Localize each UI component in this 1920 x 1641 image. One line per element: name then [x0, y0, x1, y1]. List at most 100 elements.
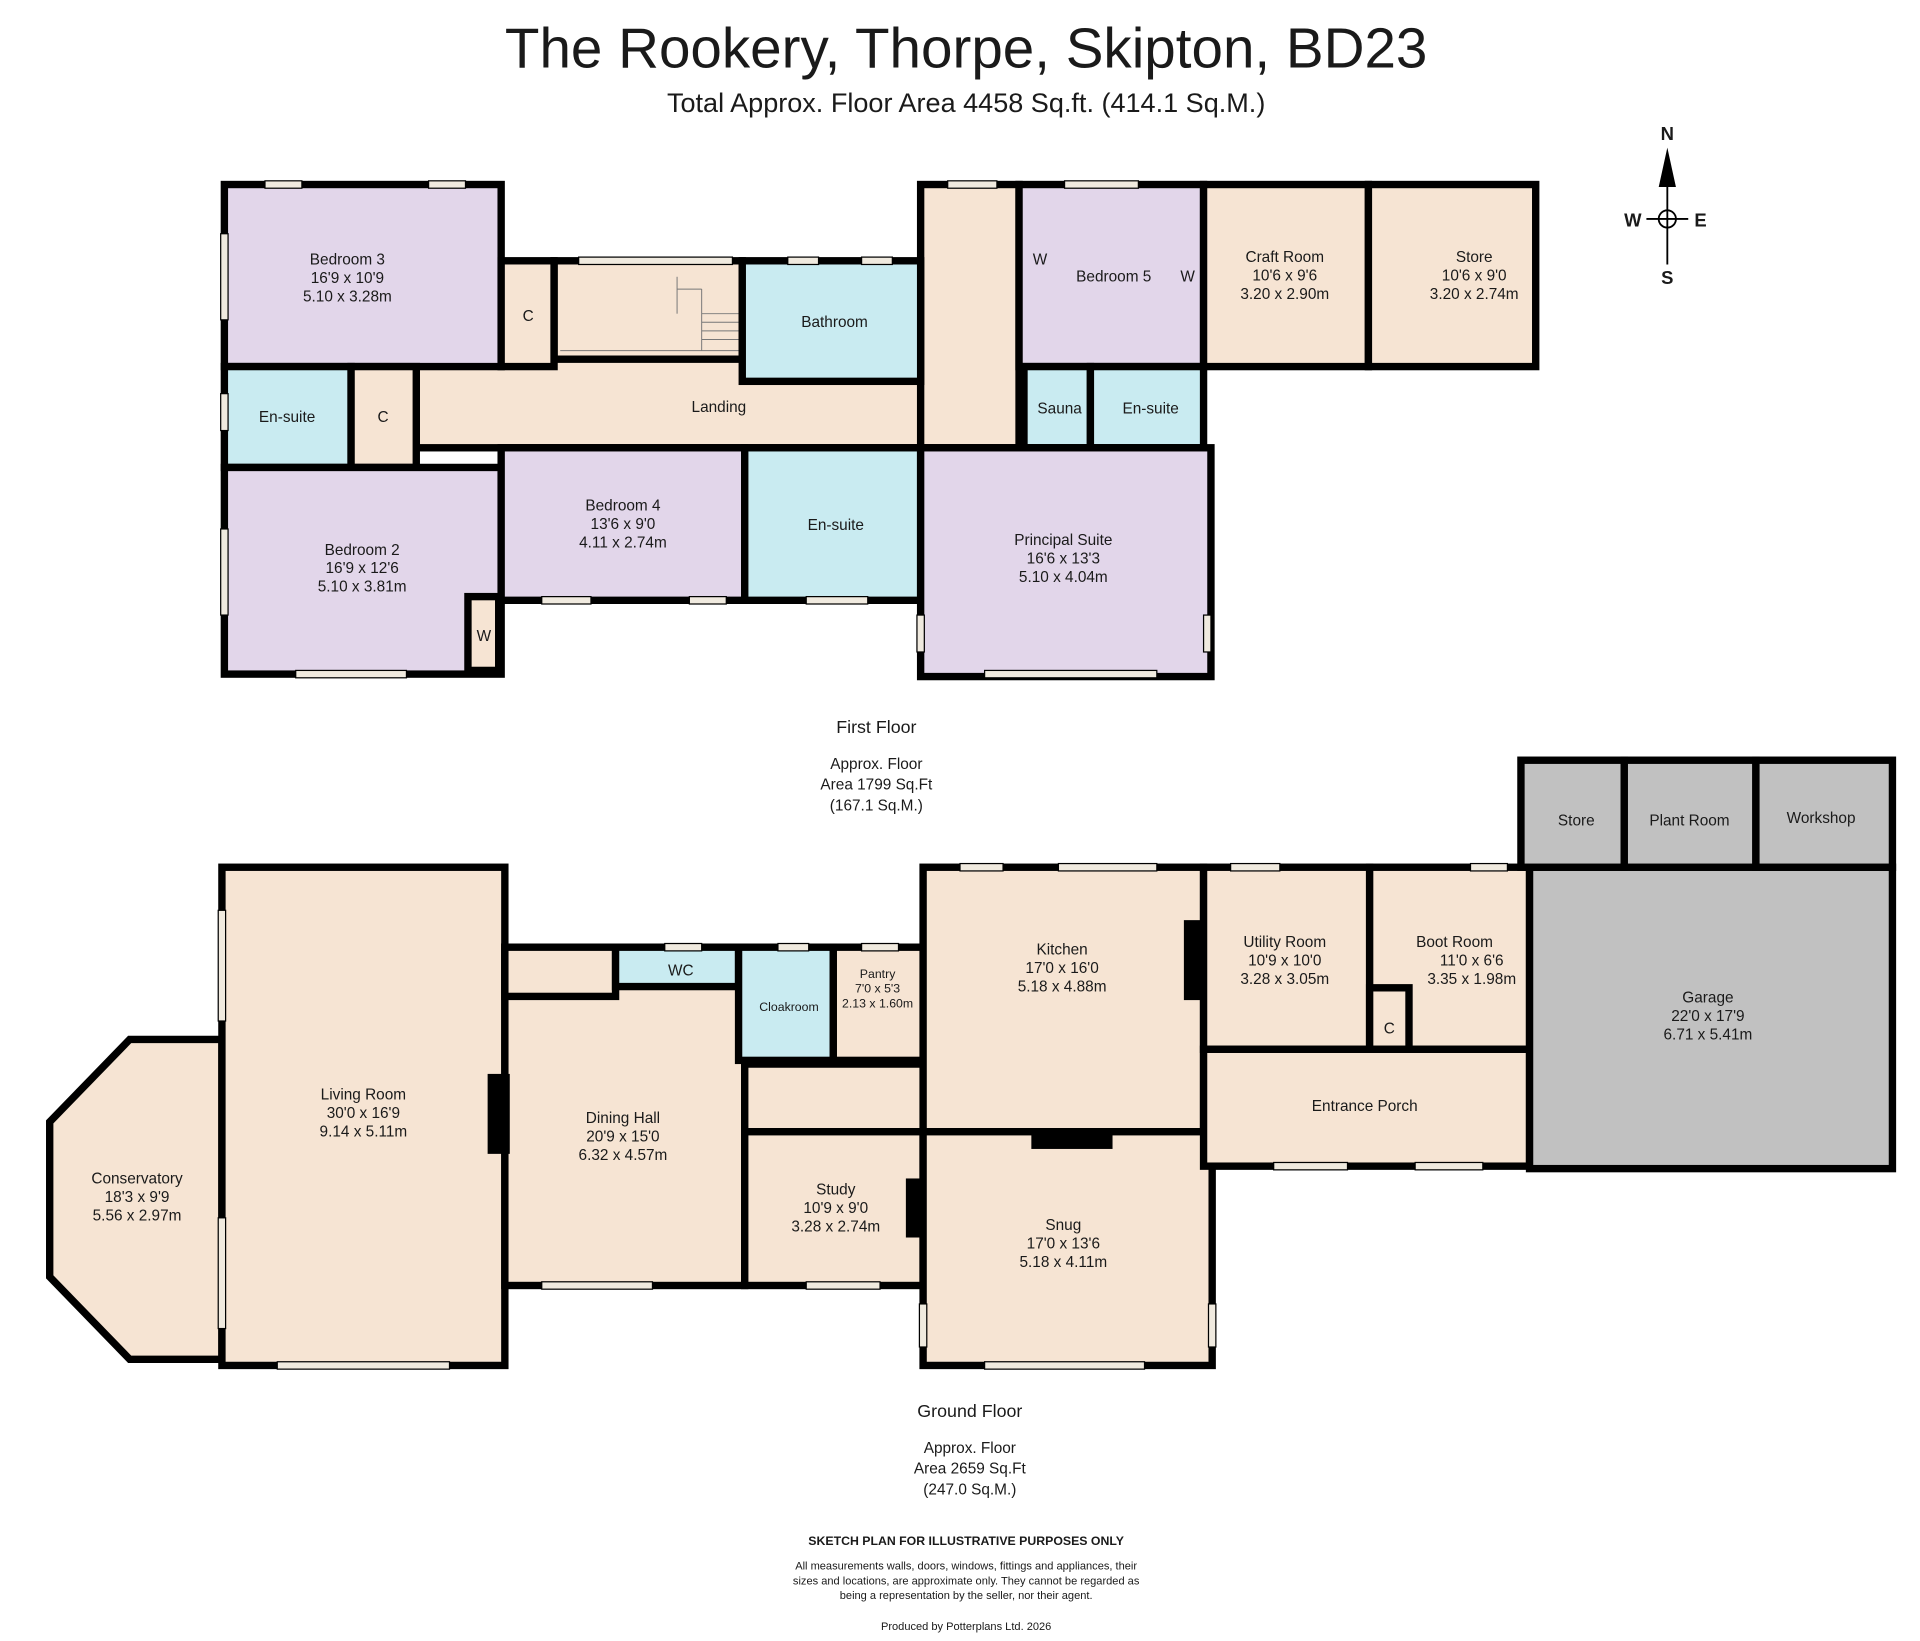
chimney	[487, 1073, 510, 1154]
store-first-metric: 3.20 x 2.74m	[1430, 286, 1519, 303]
room-en-suite-b5	[1086, 362, 1208, 452]
garage-name: Garage	[1682, 990, 1733, 1007]
study-name: Study	[816, 1181, 856, 1198]
boot-room-metric: 3.35 x 1.98m	[1427, 971, 1516, 988]
living-room-name: Living Room	[321, 1087, 406, 1104]
compass-w: W	[1624, 209, 1642, 230]
first-floor-area-1: Approx. Floor	[830, 756, 922, 773]
ground-floor-label: Ground Floor	[917, 1401, 1022, 1421]
en-suite-b5-name: En-suite	[1122, 400, 1178, 417]
first-floor-area-2: Area 1799 Sq.Ft	[820, 777, 933, 794]
dining-hall-imperial: 20'9 x 15'0	[586, 1129, 659, 1146]
window	[1057, 862, 1158, 872]
compass-s: S	[1661, 267, 1673, 288]
kitchen-imperial: 17'0 x 16'0	[1025, 960, 1098, 977]
disclaimer-heading: SKETCH PLAN FOR ILLUSTRATIVE PURPOSES ON…	[808, 1534, 1124, 1548]
window	[276, 1361, 451, 1370]
snug-metric: 5.18 x 4.11m	[1020, 1254, 1108, 1271]
cupboard-ground-name: C	[1384, 1020, 1395, 1037]
room-garage	[1525, 863, 1897, 1173]
compass-n: N	[1661, 123, 1674, 144]
conservatory-name: Conservatory	[91, 1170, 183, 1187]
landing-corridor	[916, 180, 1023, 452]
cupboard-top-name: C	[523, 308, 534, 325]
window	[264, 180, 303, 189]
en-suite-mid-name: En-suite	[808, 517, 864, 534]
room-store-first	[1364, 180, 1540, 371]
ground-floor-area-1: Approx. Floor	[924, 1440, 1016, 1457]
room-entrance-porch	[1199, 1045, 1534, 1170]
craft-room-metric: 3.20 x 2.90m	[1240, 286, 1329, 303]
ground-floor-area-2: Area 2659 Sq.Ft	[914, 1461, 1027, 1478]
principal-suite-metric: 5.10 x 4.04m	[1019, 569, 1108, 586]
window	[1469, 862, 1509, 872]
window	[860, 256, 893, 266]
kitchen-metric: 5.18 x 4.88m	[1018, 978, 1107, 995]
room-principal-suite	[916, 444, 1215, 681]
wardrobe-b2-label: W	[477, 628, 492, 645]
store-first-name: Store	[1456, 249, 1493, 266]
window	[959, 862, 1004, 872]
dining-hall-name: Dining Hall	[586, 1110, 660, 1127]
room-store-ground	[1517, 756, 1628, 871]
window	[427, 180, 467, 189]
workshop-name: Workshop	[1787, 810, 1856, 827]
window	[983, 1361, 1146, 1370]
window	[688, 596, 727, 605]
room-bedroom-2	[220, 463, 505, 678]
bedroom-4-metric: 4.11 x 2.74m	[579, 534, 667, 551]
window	[860, 942, 900, 952]
room-workshop	[1752, 756, 1897, 871]
room-snug	[919, 1128, 1216, 1370]
bedroom-4-name: Bedroom 4	[585, 498, 661, 515]
plan-title: The Rookery, Thorpe, Skipton, BD23	[505, 17, 1427, 80]
store-ground-name: Store	[1558, 812, 1595, 829]
garage-metric: 6.71 x 5.41m	[1664, 1026, 1753, 1043]
window	[918, 1303, 928, 1348]
window	[541, 1281, 654, 1290]
bedroom-2-metric: 5.10 x 3.81m	[318, 579, 407, 596]
sauna-name: Sauna	[1037, 400, 1082, 417]
ground-floor-area-3: (247.0 Sq.M.)	[923, 1482, 1016, 1499]
window	[1207, 1303, 1217, 1348]
bedroom-3-name: Bedroom 3	[310, 251, 385, 268]
window	[983, 669, 1158, 679]
compass-e: E	[1694, 209, 1706, 230]
boot-room-imperial: 11'0 x 6'6	[1440, 953, 1504, 970]
window	[916, 614, 925, 653]
cupboard-left-name: C	[378, 409, 389, 426]
landing-name: Landing	[692, 399, 747, 416]
window	[220, 393, 229, 432]
living-room-imperial: 30'0 x 16'9	[327, 1105, 400, 1122]
principal-suite-imperial: 16'6 x 13'3	[1027, 550, 1100, 567]
garage-imperial: 22'0 x 17'9	[1671, 1008, 1744, 1025]
utility-room-metric: 3.28 x 3.05m	[1240, 971, 1329, 988]
snug-name: Snug	[1045, 1217, 1081, 1234]
snug-imperial: 17'0 x 13'6	[1027, 1236, 1100, 1253]
wardrobe-b5-left: W	[1033, 251, 1048, 268]
window	[1230, 862, 1281, 872]
window	[787, 256, 820, 266]
en-suite-left-name: En-suite	[259, 409, 315, 426]
room-bedroom-4	[497, 444, 749, 604]
first-floor-label: First Floor	[836, 717, 916, 737]
room-utility	[1199, 863, 1374, 1053]
window	[578, 256, 734, 266]
wardrobe-b2	[464, 592, 503, 675]
study-imperial: 10'9 x 9'0	[803, 1200, 868, 1217]
utility-room-imperial: 10'9 x 10'0	[1248, 953, 1321, 970]
boot-room-name: Boot Room	[1416, 934, 1493, 951]
room-bathroom	[738, 257, 925, 386]
room-cupboard-top	[497, 257, 558, 371]
bedroom-2-imperial: 16'9 x 12'6	[325, 560, 398, 577]
pantry-metric: 2.13 x 1.60m	[842, 996, 913, 1010]
disclaimer-line-3: being a representation by the seller, no…	[840, 1590, 1093, 1602]
window	[664, 942, 703, 952]
room-kitchen	[919, 863, 1208, 1136]
living-room-metric: 9.14 x 5.11m	[320, 1124, 408, 1141]
first-floor-area-3: (167.1 Sq.M.)	[830, 798, 923, 815]
kitchen-name: Kitchen	[1036, 942, 1087, 959]
bedroom-4-imperial: 13'6 x 9'0	[591, 516, 656, 533]
cloakroom-name: Cloakroom	[759, 1000, 818, 1014]
